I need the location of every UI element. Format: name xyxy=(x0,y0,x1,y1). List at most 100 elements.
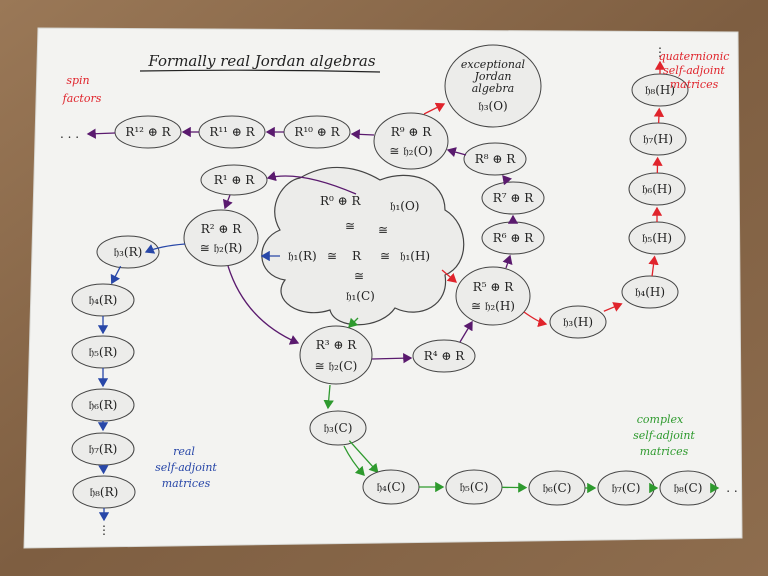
quat-node-4-label: 𝔥₄(H) xyxy=(635,285,665,299)
arrow-r5-h3H xyxy=(523,311,548,328)
node-r12-label: R¹² ⊕ R xyxy=(125,125,171,139)
node-r7-label: R⁷ ⊕ R xyxy=(493,191,535,205)
node-exceptional xyxy=(444,44,542,128)
real-node-7-label: 𝔥₇(R) xyxy=(89,442,118,456)
arrow-r7-r8 xyxy=(502,175,512,186)
node-r5-label-b: ≅ 𝔥₂(H) xyxy=(471,299,515,313)
node-r5-label-a: R⁵ ⊕ R xyxy=(473,280,515,294)
node-r2 xyxy=(183,209,259,267)
quaternionic-matrices-column: 𝔥₃(H) 𝔥₄(H) 𝔥₅(H) 𝔥₆(H) 𝔥₇(H) 𝔥₈(H) ⋮ xyxy=(549,45,689,339)
arrow-r3-h3C xyxy=(323,384,334,410)
arrow-r4-r5 xyxy=(459,320,473,343)
node-r8-label: R⁸ ⊕ R xyxy=(475,152,517,166)
arrow-r9-h3O xyxy=(423,102,446,115)
node-r9-label-a: R⁹ ⊕ R xyxy=(391,125,433,139)
quat-node-7 xyxy=(629,122,687,156)
quat-node-3 xyxy=(549,305,607,339)
quat-node-4 xyxy=(621,275,679,309)
center-reals: R xyxy=(352,249,362,263)
node-r9 xyxy=(373,112,449,170)
ellipsis-left: . . . xyxy=(60,127,79,141)
complex-annotation-1: complex xyxy=(637,413,684,426)
real-matrices-column: 𝔥₃(R)𝔥₄(R)𝔥₅(R)𝔥₆(R)𝔥₇(R)𝔥₈(R)⋮ xyxy=(71,235,160,537)
arrow-r9-r10 xyxy=(350,129,375,140)
center-h1-quaternion: 𝔥₁(H) xyxy=(400,249,430,263)
exceptional-caption-1: exceptional xyxy=(461,58,526,71)
diagram-title: Formally real Jordan algebras xyxy=(147,52,375,70)
quat-node-5-label: 𝔥₅(H) xyxy=(642,231,672,245)
quat-arrow-3-4 xyxy=(603,302,623,312)
arrow-r8-r9 xyxy=(446,147,467,158)
real-annotation-1: real xyxy=(173,445,195,458)
center-iso-1: ≅ xyxy=(345,219,355,233)
node-r9-label-b: ≅ 𝔥₂(O) xyxy=(389,144,432,158)
spin-factors-annotation-2: factors xyxy=(62,92,102,105)
complex-annotation-3: matrices xyxy=(640,445,689,458)
quat-ellipsis: ⋮ xyxy=(654,45,666,59)
center-h1-complex: 𝔥₁(C) xyxy=(346,289,375,303)
arrow-center-r3 xyxy=(348,317,359,328)
complex-node-3 xyxy=(309,410,367,446)
quat-node-6-label: 𝔥₆(H) xyxy=(642,182,672,196)
center-iso-2: ≅ xyxy=(378,223,388,237)
arrow-r5-r6 xyxy=(502,254,513,269)
real-node-6-label: 𝔥₆(R) xyxy=(89,398,118,412)
real-ellipsis: ⋮ xyxy=(98,523,110,537)
quaternionic-annotation-3: matrices xyxy=(670,78,719,91)
arrow-r2-h3R xyxy=(144,243,186,254)
spin-factors-annotation-1: spin xyxy=(66,74,89,87)
node-r10-label: R¹⁰ ⊕ R xyxy=(294,125,340,139)
node-r11-label: R¹¹ ⊕ R xyxy=(209,125,255,139)
node-r1-label: R¹ ⊕ R xyxy=(214,173,256,187)
quaternionic-annotation-2: self-adjoint xyxy=(663,64,725,77)
arrow-center-r5 xyxy=(441,269,457,283)
complex-node-5-label: 𝔥₅(C) xyxy=(460,480,489,494)
quat-node-3-label: 𝔥₃(H) xyxy=(563,315,593,329)
arrow-r12-ellipsis xyxy=(86,128,116,139)
node-r7 xyxy=(481,181,545,215)
complex-annotation-2: self-adjoint xyxy=(633,429,695,442)
complex-node-4-label: 𝔥₄(C) xyxy=(377,480,406,494)
quat-arrow-7-8 xyxy=(653,107,665,124)
quat-node-8-label: 𝔥₈(H) xyxy=(645,83,675,97)
complex-node-8-label: 𝔥₈(C) xyxy=(674,481,703,495)
arrow-r2-r3 xyxy=(227,265,300,345)
real-node-4-label: 𝔥₄(R) xyxy=(89,293,118,307)
node-r2-label-b: ≅ 𝔥₂(R) xyxy=(200,241,243,255)
node-h3-octonion-label: 𝔥₃(O) xyxy=(478,99,507,113)
node-r4 xyxy=(412,339,476,373)
node-r2-label-a: R² ⊕ R xyxy=(201,222,243,236)
arrow-r3-r4 xyxy=(371,353,413,364)
real-node-7 xyxy=(71,432,135,466)
arrow-h3C-h4C xyxy=(343,445,365,476)
real-node-8-label: 𝔥₈(R) xyxy=(90,485,119,499)
node-r8 xyxy=(463,142,527,176)
center-iso-4: ≅ xyxy=(380,249,390,263)
quaternionic-annotation-1: quaternionic xyxy=(659,50,730,63)
complex-node-6-label: 𝔥₆(C) xyxy=(543,481,572,495)
complex-ellipsis: . . xyxy=(726,481,737,495)
real-annotation-3: matrices xyxy=(162,477,211,490)
exceptional-caption-2: Jordan xyxy=(473,70,512,83)
arrow-r0-r1 xyxy=(266,171,357,195)
center-iso-3: ≅ xyxy=(327,249,337,263)
title-underline xyxy=(139,69,381,73)
real-node-3 xyxy=(96,235,160,269)
node-r3-label-b: ≅ 𝔥₂(C) xyxy=(315,359,358,373)
node-r5 xyxy=(455,266,531,326)
complex-arrow-3-4 xyxy=(348,440,379,474)
node-r6-label: R⁶ ⊕ R xyxy=(493,231,535,245)
complex-node-3-label: 𝔥₃(C) xyxy=(324,421,353,435)
exceptional-caption-3: algebra xyxy=(472,82,515,95)
node-r3 xyxy=(299,325,373,385)
quat-node-7-label: 𝔥₇(H) xyxy=(643,132,673,146)
real-node-5-label: 𝔥₅(R) xyxy=(89,345,118,359)
complex-node-7-label: 𝔥₇(C) xyxy=(612,481,641,495)
complex-node-5 xyxy=(445,469,503,505)
center-h1-octonion: 𝔥₁(O) xyxy=(390,199,419,213)
node-r12 xyxy=(114,115,182,149)
center-r0: R⁰ ⊕ R xyxy=(320,194,362,208)
node-r3-label-a: R³ ⊕ R xyxy=(316,338,358,352)
center-blob xyxy=(261,166,465,326)
